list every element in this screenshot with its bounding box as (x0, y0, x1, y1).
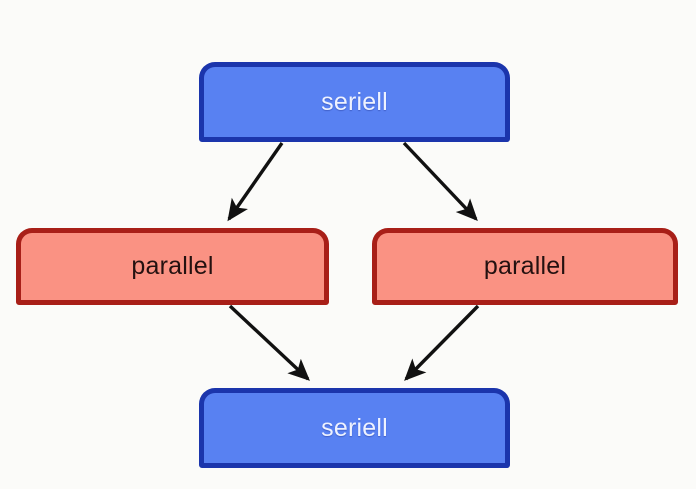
edge-left-to-bottom (228, 304, 310, 381)
node-seriell-top[interactable]: seriell (199, 62, 510, 142)
node-parallel-right[interactable]: parallel (372, 228, 678, 305)
node-seriell-bottom[interactable]: seriell (199, 388, 510, 468)
edge-right-to-bottom (404, 304, 480, 381)
edge-top-to-right (402, 141, 478, 221)
node-parallel-left[interactable]: parallel (16, 228, 329, 305)
node-label: seriell (321, 413, 388, 442)
node-label: parallel (131, 252, 214, 280)
edge-top-to-left (227, 142, 284, 222)
node-label: parallel (483, 252, 567, 280)
node-label: seriell (321, 87, 388, 116)
